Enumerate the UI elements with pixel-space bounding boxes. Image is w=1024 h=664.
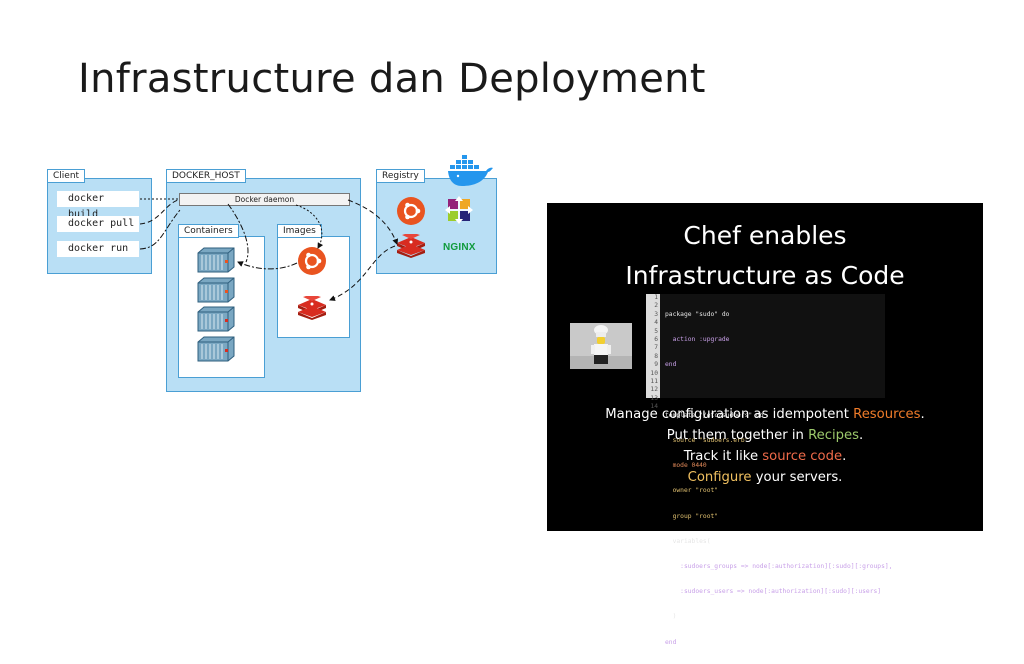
slide-title: Infrastructure dan Deployment [78,56,706,102]
container-icon [197,336,235,362]
command-docker-pull: docker pull [57,216,139,232]
line-number: 4 [654,319,658,327]
command-docker-run: docker run [57,241,139,257]
registry-label: Registry [376,169,425,183]
line-number: 10 [650,369,658,377]
code-line: :sudoers_groups => node[:authorization][… [665,563,893,570]
redis-icon [298,296,326,320]
line-number: 8 [654,352,658,360]
images-label: Images [277,224,322,238]
highlight-resources: Resources [853,407,921,422]
line-number: 13 [650,394,658,402]
bullet-text: Manage configuration as idempotent [605,407,854,422]
container-icon [197,306,235,332]
daemon-to-image-arrow [295,204,324,249]
run-arrow [139,209,181,250]
code-line: mode 0440 [665,462,707,470]
line-number: 5 [654,327,658,335]
redis-icon [397,234,425,258]
pull-arrow [139,199,179,225]
image-to-container-arrow [237,261,298,270]
bullet-text: your servers. [751,470,843,485]
code-line: template "/etc/sudoers" do [665,411,764,419]
line-number: 14 [650,403,658,411]
nginx-icon: NGINX [443,242,476,253]
line-number: 2 [654,302,658,310]
bullet-text: . [842,449,847,464]
code-line: group "root" [665,512,719,520]
code-line: end [665,638,677,646]
container-icon [197,247,235,273]
bullet-text: Track it like [683,449,763,464]
command-docker-build: docker build [57,191,139,220]
line-number: 6 [654,336,658,344]
code-line: :sudoers_users => node[:authorization][:… [665,588,882,596]
highlight-configure: Configure [687,470,752,485]
line-number: 11 [650,378,658,386]
bullet-manage: Manage configuration as idempotent Resou… [547,407,983,422]
code-line: end [665,361,677,369]
centos-icon [445,196,473,224]
chef-title-line1: Chef enables [683,221,847,250]
code-line: action :upgrade [665,336,730,344]
ubuntu-icon [397,197,425,225]
ubuntu-icon [298,247,326,275]
bullet-recipes: Put them together in Recipes. [547,428,983,443]
line-number: 7 [654,344,658,352]
docker-daemon-bar: Docker daemon [179,193,350,206]
code-listing: 1 2 3 4 5 6 7 8 9 10 11 12 13 14 package… [646,294,892,646]
bullet-text: . [859,428,864,443]
flow-arrows [139,198,399,301]
docker-whale-icon [448,155,493,186]
container-icon [197,277,235,303]
chef-figure-image [570,323,632,369]
bullet-text: . [920,407,925,422]
client-label: Client [47,169,86,183]
registry-panel [376,178,497,274]
code-line [665,386,892,394]
code-line: variables( [665,537,711,545]
docker-host-label: DOCKER_HOST [166,169,246,183]
registry-pull-arrow [347,199,399,245]
bullet-text: Put them together in [666,428,809,443]
highlight-recipes: Recipes [808,428,860,443]
highlight-source-code: source code [762,449,843,464]
line-number: 9 [654,361,658,369]
daemon-to-container-arrow [227,203,249,263]
bullet-configure: Configure your servers. [547,470,983,485]
bullet-track: Track it like source code. [547,449,983,464]
line-number: 3 [654,310,658,318]
code-line: owner "root" [665,487,719,495]
registry-to-image-arrow [329,245,396,301]
containers-label: Containers [178,224,239,238]
line-number: 12 [650,386,658,394]
code-line: ) [665,613,677,621]
code-line: package "sudo" do [665,310,730,318]
line-number-gutter: 1 2 3 4 5 6 7 8 9 10 11 12 13 14 [646,294,660,410]
line-number: 1 [654,294,658,301]
chef-title-line2: Infrastructure as Code [625,261,905,290]
code-line: source "sudoers.erb" [665,436,749,444]
